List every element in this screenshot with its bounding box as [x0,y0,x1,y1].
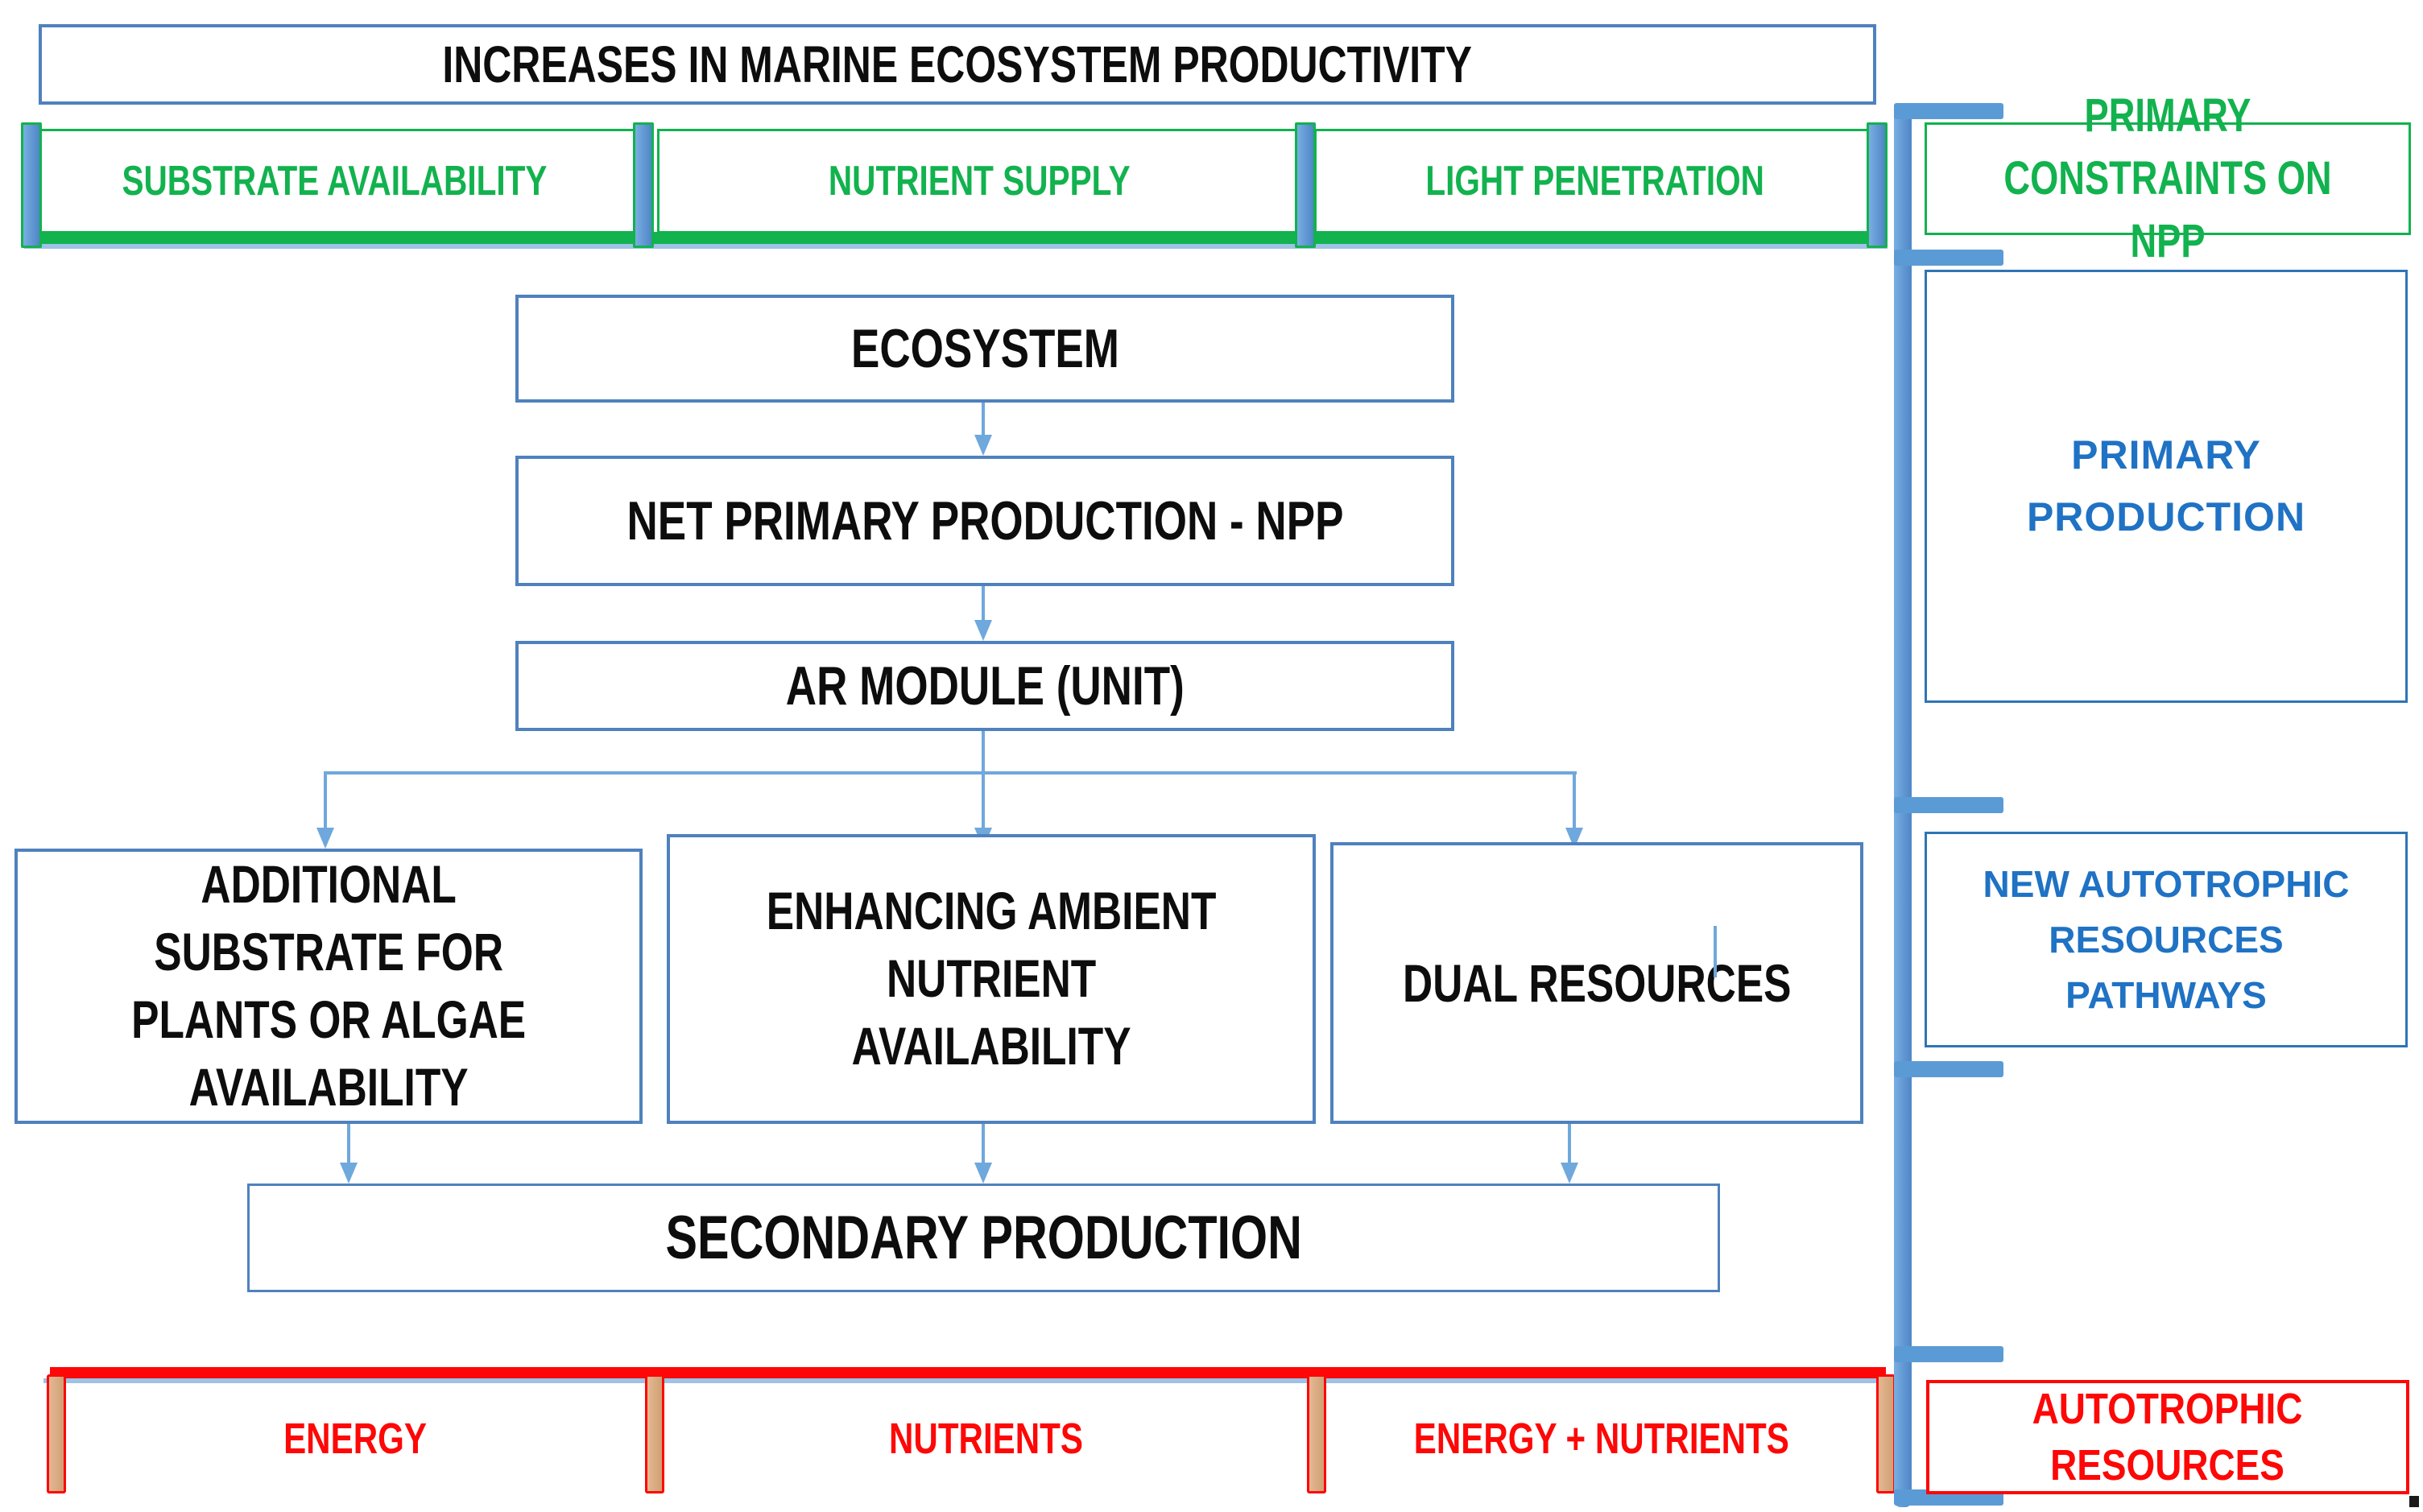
ecosystem-box: ECOSYSTEM [515,295,1454,403]
title-box: INCREASES IN MARINE ECOSYSTEM PRODUCTIVI… [39,24,1876,105]
bracket-tick-3 [1894,797,2003,813]
arrow-npp-ar-line [982,586,985,623]
resource-cell-nutrients: NUTRIENTS [664,1405,1307,1473]
resource-cell-energy: ENERGY [66,1405,645,1473]
bracket-tick-4 [1894,1061,2003,1077]
pathway-box-substrate: ADDITIONAL SUBSTRATE FOR PLANTS OR ALGAE… [14,849,643,1124]
bracket-tick-5 [1894,1346,2003,1362]
constraint-cell-substrate: SUBSTRATE AVAILABILITY [24,129,644,233]
npp-label: NET PRIMARY PRODUCTION - NPP [626,490,1343,552]
arrow-dual-secondary-line [1568,1124,1571,1163]
title-text: INCREASES IN MARINE ECOSYSTEM PRODUCTIVI… [442,35,1473,93]
text-cursor-artifact [1714,926,1717,977]
constraint-cell-nutrient: NUTRIENT SUPPLY [657,129,1301,233]
branch-arrow-left-line [324,771,327,828]
stray-mark [2409,1496,2419,1507]
constraint-divider-bar-2 [633,122,654,248]
resources-top-line-blue [43,1378,1891,1383]
sidebar-box-primary-constraints: PRIMARY CONSTRAINTS ON NPP [1925,89,2411,267]
pathway-substrate-label: ADDITIONAL SUBSTRATE FOR PLANTS OR ALGAE… [130,854,527,1117]
ar-module-box: AR MODULE (UNIT) [515,641,1454,731]
ecosystem-label: ECOSYSTEM [850,317,1119,379]
primary-constraints-label: PRIMARY CONSTRAINTS ON NPP [2003,89,2332,268]
pathway-box-nutrient: ENHANCING AMBIENT NUTRIENT AVAILABILITY [667,834,1316,1124]
arrow-ecosystem-npp-line [982,403,985,438]
sidebar-box-new-pathways: NEW AUTOTROPHIC RESOURCES PATHWAYS [1925,832,2408,1047]
constraint-light-label: LIGHT PENETRATION [1425,157,1765,204]
branch-arrow-middle-line [982,771,985,828]
ar-module-label: AR MODULE (UNIT) [785,655,1185,717]
branch-stem-line [982,731,985,771]
constraints-underline-bar [24,232,1888,245]
arrow-npp-ar-head [974,620,992,641]
resources-top-line-red [50,1367,1886,1380]
resource-divider-bar-4 [1876,1374,1896,1493]
arrow-substrate-secondary-head [340,1163,358,1184]
resource-divider-bar-1 [47,1374,66,1493]
arrow-substrate-secondary-line [347,1124,350,1163]
arrow-dual-secondary-head [1561,1163,1578,1184]
pathway-dual-label: DUAL RESOURCES [1402,952,1792,1013]
constraint-divider-bar-3 [1295,122,1316,248]
bracket-tick-2 [1894,250,2003,266]
sidebar-box-autotrophic-resources: AUTOTROPHIC RESOURCES [1926,1380,2409,1494]
arrow-nutrient-secondary-head [974,1163,992,1184]
constraint-divider-bar-4 [1867,122,1888,248]
autotrophic-resources-label: AUTOTROPHIC RESOURCES [2032,1384,2303,1489]
constraint-substrate-label: SUBSTRATE AVAILABILITY [121,157,548,204]
secondary-production-box: SECONDARY PRODUCTION [247,1184,1720,1292]
constraint-cell-light: LIGHT PENETRATION [1314,129,1876,233]
arrow-nutrient-secondary-line [982,1124,985,1163]
constraint-nutrient-label: NUTRIENT SUPPLY [828,157,1131,204]
resource-cell-energy-nutrients: ENERGY + NUTRIENTS [1326,1405,1876,1473]
bracket-tick-1 [1894,103,2003,119]
pathway-box-dual: DUAL RESOURCES [1330,842,1863,1124]
pathway-nutrient-label: ENHANCING AMBIENT NUTRIENT AVAILABILITY [766,881,1217,1076]
constraint-divider-bar-1 [21,122,42,248]
resource-divider-bar-2 [645,1374,664,1493]
secondary-production-label: SECONDARY PRODUCTION [665,1204,1302,1272]
npp-box: NET PRIMARY PRODUCTION - NPP [515,456,1454,586]
primary-production-label: PRIMARY PRODUCTION [2026,432,2306,540]
new-pathways-label: NEW AUTOTROPHIC RESOURCES PATHWAYS [1983,862,2350,1016]
resource-nutrients-label: NUTRIENTS [888,1414,1083,1463]
branch-arrow-right-line [1573,771,1576,828]
branch-arrow-left-head [316,828,334,849]
branch-horizontal-line [325,771,1577,775]
constraints-bottom-line [24,244,1888,249]
resource-energy-nutrients-label: ENERGY + NUTRIENTS [1413,1414,1789,1463]
sidebar-box-primary-production: PRIMARY PRODUCTION [1925,270,2408,703]
arrow-ecosystem-npp-head [974,435,992,456]
resource-divider-bar-3 [1307,1374,1326,1493]
resource-energy-label: ENERGY [283,1414,428,1463]
